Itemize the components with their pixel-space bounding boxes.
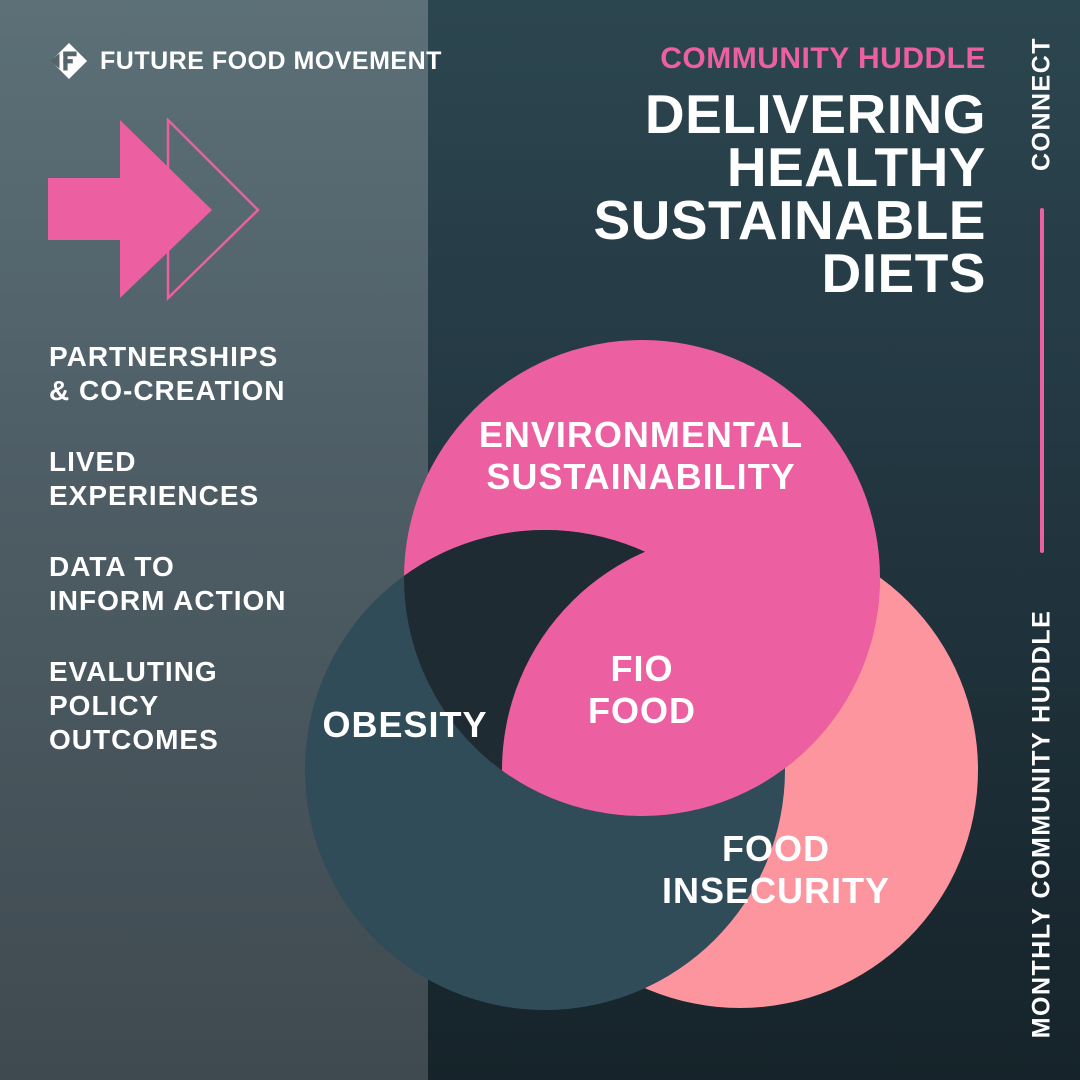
headline: DELIVERING HEALTHY SUSTAINABLE DIETS: [593, 83, 986, 304]
focus-item-partnerships: PARTNERSHIPS & CO-CREATION: [49, 340, 409, 408]
venn-label-line: INSECURITY: [661, 870, 891, 911]
focus-item-line: INFORM ACTION: [49, 585, 287, 616]
headline-line: DIETS: [821, 242, 986, 304]
focus-item-data: DATA TO INFORM ACTION: [49, 550, 409, 618]
focus-item-line: POLICY: [49, 690, 160, 721]
venn-label-line: FIO: [610, 648, 674, 689]
ff-monogram-icon: [50, 42, 88, 80]
venn-label-line: FOOD: [722, 828, 830, 869]
focus-item-line: PARTNERSHIPS: [49, 341, 279, 372]
focus-item-policy: EVALUTING POLICY OUTCOMES: [49, 655, 409, 757]
headline-line: DELIVERING: [644, 83, 986, 145]
focus-item-line: & CO-CREATION: [49, 375, 286, 406]
kicker: COMMUNITY HUDDLE: [660, 42, 986, 75]
environmental-overlap-region: [502, 532, 880, 816]
label-food-insecurity: FOOD INSECURITY: [662, 828, 890, 912]
headline-line: SUSTAINABLE: [593, 189, 986, 251]
focus-item-line: LIVED: [49, 446, 137, 477]
label-fio-food: FIO FOOD: [588, 648, 696, 732]
focus-item-line: DATA TO: [49, 551, 175, 582]
brand-name: FUTURE FOOD MOVEMENT: [100, 46, 442, 75]
headline-line: HEALTHY: [726, 136, 986, 198]
label-environmental-sustainability: ENVIRONMENTAL SUSTAINABILITY: [479, 414, 803, 498]
focus-item-lived-experiences: LIVED EXPERIENCES: [49, 445, 409, 513]
venn-label-line: ENVIRONMENTAL: [478, 414, 804, 455]
focus-item-line: OUTCOMES: [49, 724, 219, 755]
focus-item-line: EVALUTING: [49, 656, 218, 687]
focus-item-line: EXPERIENCES: [49, 480, 260, 511]
venn-label-line: OBESITY: [322, 704, 488, 745]
side-divider: [1040, 208, 1044, 553]
arrow-solid-icon: [48, 120, 212, 298]
focus-list: PARTNERSHIPS & CO-CREATION LIVED EXPERIE…: [49, 340, 409, 794]
venn-label-line: SUSTAINABILITY: [486, 456, 796, 497]
arrow-icon: [48, 118, 260, 301]
venn-label-line: FOOD: [588, 690, 696, 731]
label-obesity: OBESITY: [322, 704, 487, 746]
brand: FUTURE FOOD MOVEMENT: [50, 42, 442, 80]
